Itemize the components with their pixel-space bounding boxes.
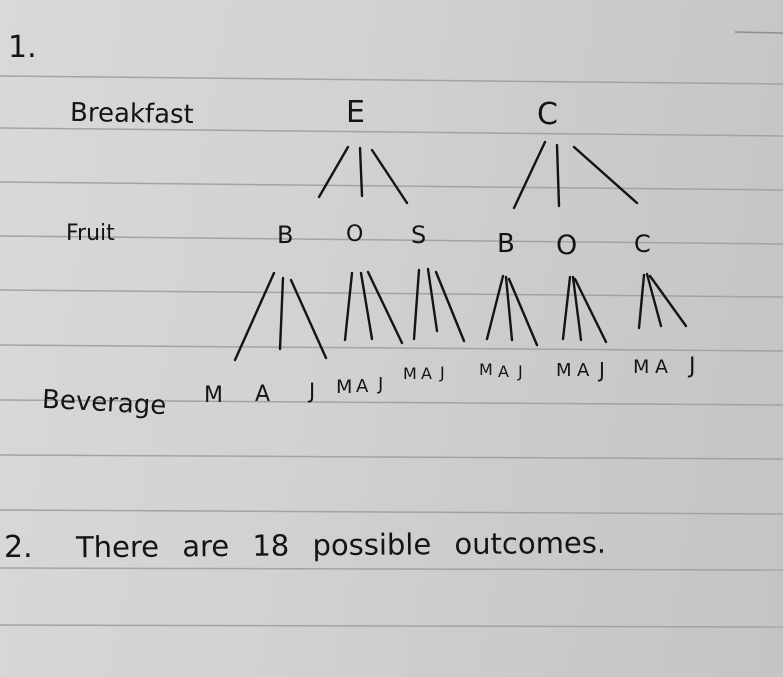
branch-c-c [572, 145, 639, 205]
breakfast-option-c: C [537, 97, 558, 132]
fruit-option-c-3: C [634, 230, 651, 258]
branch-cc-m [637, 273, 646, 330]
branch-eo-a [359, 271, 374, 341]
beverage-option-1-j: J [309, 379, 316, 403]
branch-eb-j [289, 278, 328, 360]
beverage-option-4-a: A [498, 362, 509, 381]
branch-eb-a [278, 276, 285, 351]
beverage-option-4-j: J [518, 362, 523, 381]
branch-c-b [512, 140, 547, 210]
beverage-option-5-j: J [599, 358, 605, 382]
branch-cc-j [648, 274, 688, 328]
beverage-option-5-a: A [577, 360, 590, 381]
beverage-option-2-m: M [336, 376, 353, 398]
branch-es-m [412, 268, 421, 341]
question-1-number: 1. [8, 30, 37, 65]
beverage-option-5-m: M [556, 360, 572, 381]
branch-cb-j [507, 277, 539, 347]
beverage-option-6-j: J [689, 354, 696, 379]
beverage-option-3-m: M [403, 364, 417, 383]
beverage-option-1-a: A [255, 382, 271, 407]
branch-es-j [434, 270, 466, 343]
beverage-option-6-m: M [633, 356, 650, 378]
branch-co-m [561, 275, 572, 341]
fruit-option-c-2: O [556, 230, 578, 261]
branch-es-a [426, 267, 439, 333]
branch-cb-a [504, 275, 514, 342]
branch-co-a [571, 275, 583, 342]
branch-co-j [573, 277, 608, 344]
branch-e-o [358, 146, 364, 198]
branch-eb-m [233, 271, 276, 362]
beverage-option-4-m: M [479, 360, 493, 379]
branch-eo-m [343, 271, 354, 342]
level-label-breakfast: Breakfast [69, 97, 195, 131]
branch-eo-j [366, 270, 404, 345]
beverage-option-2-j: J [378, 374, 384, 395]
question-2-number: 2. [4, 530, 33, 565]
beverage-option-3-a: A [421, 364, 432, 383]
branch-cb-m [485, 274, 505, 341]
fruit-option-e-1: B [277, 221, 294, 249]
branch-e-b [317, 145, 350, 199]
level-label-fruit: Fruit [66, 221, 115, 246]
beverage-option-6-a: A [655, 356, 668, 378]
level-label-beverage: Beverage [41, 384, 168, 422]
branch-e-s [370, 148, 409, 205]
fruit-option-c-1: B [497, 229, 515, 259]
beverage-option-2-a: A [356, 376, 369, 397]
beverage-option-1-m: M [204, 383, 223, 408]
breakfast-option-e: E [346, 95, 365, 130]
branch-c-o [555, 143, 561, 208]
answer-text: There are 18 possible outcomes. [75, 525, 607, 565]
branch-cc-a [645, 272, 663, 328]
beverage-option-3-j: J [440, 363, 445, 382]
fruit-option-e-2: O [346, 222, 364, 247]
fruit-option-e-3: S [411, 221, 427, 249]
